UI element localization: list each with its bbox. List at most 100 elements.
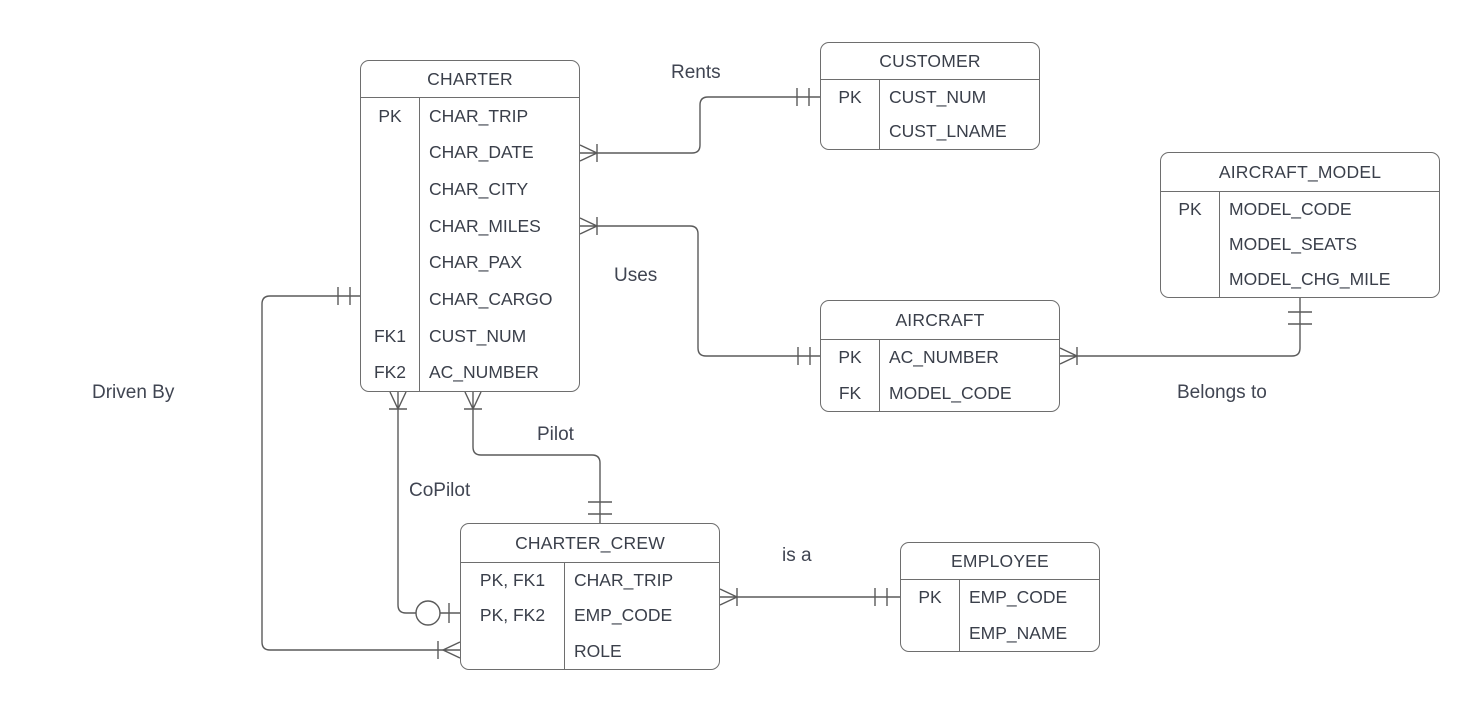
attribute-cell: CHAR_PAX <box>429 252 523 273</box>
key-cell: PK <box>821 340 880 376</box>
entity-row: FK MODEL_CODE <box>821 375 1059 411</box>
relationship-label-pilot: Pilot <box>537 424 574 445</box>
key-cell <box>1161 262 1220 297</box>
pilot-line <box>472 409 601 523</box>
zero-circle-icon <box>415 600 441 626</box>
key-cell <box>901 615 960 651</box>
entity-row: PK, FK1 CHAR_TRIP <box>461 563 719 599</box>
relationship-label-uses: Uses <box>614 265 658 286</box>
entity-row: ROLE <box>461 633 719 669</box>
one-and-only-one-ticks-icon <box>588 501 612 515</box>
entity-row: CHAR_CARGO <box>361 281 579 318</box>
entity-row: CHAR_MILES <box>361 207 579 245</box>
attribute-cell: MODEL_SEATS <box>1229 234 1358 254</box>
key-cell: FK2 <box>361 354 420 391</box>
key-cell <box>361 207 420 245</box>
copilot-line <box>397 409 416 614</box>
entity-row: EMP_NAME <box>901 615 1099 651</box>
entity-row: CHAR_DATE <box>361 134 579 172</box>
entity-rows: PK MODEL_CODE MODEL_SEATS MODEL_CHG_MILE <box>1161 192 1439 297</box>
key-cell: PK <box>1161 192 1220 227</box>
entity-row: CHAR_PAX <box>361 244 579 282</box>
relationship-label-driven-by: Driven By <box>92 382 175 403</box>
key-cell <box>461 633 565 669</box>
crow-foot-many-tick-icon <box>437 641 461 659</box>
crow-foot-many-tick-icon <box>579 144 599 162</box>
uses-connector <box>579 217 820 365</box>
rents-line <box>597 96 820 154</box>
entity-title: AIRCRAFT_MODEL <box>1161 153 1439 192</box>
entity-employee: EMPLOYEE PK EMP_CODE EMP_NAME <box>900 542 1100 652</box>
key-cell <box>361 134 420 172</box>
rents-connector <box>579 88 820 162</box>
attribute-cell: CHAR_MILES <box>429 215 541 236</box>
entity-row: CHAR_CITY <box>361 171 579 208</box>
attribute-cell: AC_NUMBER <box>429 362 539 383</box>
key-cell: PK <box>901 580 960 616</box>
entity-row: FK2 AC_NUMBER <box>361 354 579 391</box>
entity-title: EMPLOYEE <box>901 543 1099 580</box>
one-and-only-one-ticks-icon <box>796 88 810 106</box>
entity-row: PK EMP_CODE <box>901 580 1099 616</box>
crow-foot-many-tick-icon <box>389 391 407 411</box>
relationship-label-is-a: is a <box>782 545 812 566</box>
entity-title: CHARTER_CREW <box>461 524 719 563</box>
entity-row: MODEL_SEATS <box>1161 227 1439 262</box>
key-cell: FK <box>821 375 880 411</box>
attribute-cell: CHAR_TRIP <box>574 570 674 591</box>
entity-title: CHARTER <box>361 61 579 98</box>
attribute-cell: MODEL_CODE <box>889 382 1012 403</box>
key-cell <box>1161 227 1220 262</box>
attribute-cell: CUST_NUM <box>429 325 527 346</box>
relationship-label-copilot: CoPilot <box>409 480 471 501</box>
attribute-cell: AC_NUMBER <box>889 347 999 368</box>
attribute-cell: EMP_NAME <box>969 622 1068 643</box>
uses-line <box>597 225 820 357</box>
is-a-connector <box>719 588 900 606</box>
one-and-only-one-ticks-icon <box>874 588 888 606</box>
belongs-to-line <box>1077 298 1301 357</box>
crow-foot-many-tick-icon <box>1059 347 1079 365</box>
attribute-cell: CUST_LNAME <box>889 121 1007 142</box>
attribute-cell: CUST_NUM <box>889 86 987 107</box>
one-and-only-one-ticks-icon <box>1288 311 1312 325</box>
entity-aircraft-model: AIRCRAFT_MODEL PK MODEL_CODE MODEL_SEATS MO… <box>1160 152 1440 298</box>
entity-row: PK CUST_NUM <box>821 80 1039 115</box>
entity-row: MODEL_CHG_MILE <box>1161 262 1439 297</box>
attribute-cell: EMP_CODE <box>969 587 1068 608</box>
entity-title: AIRCRAFT <box>821 301 1059 340</box>
key-cell: PK, FK1 <box>461 563 565 599</box>
entity-rows: PK EMP_CODE EMP_NAME <box>901 580 1099 651</box>
crow-foot-many-tick-icon <box>464 391 482 411</box>
key-cell: PK, FK2 <box>461 598 565 634</box>
key-cell <box>361 171 420 208</box>
key-cell <box>361 244 420 282</box>
attribute-cell: MODEL_CHG_MILE <box>1229 269 1391 289</box>
copilot-connector <box>389 391 460 626</box>
entity-rows: PK CUST_NUM CUST_LNAME <box>821 80 1039 149</box>
crow-foot-many-tick-icon <box>719 588 739 606</box>
attribute-cell: CHAR_CITY <box>429 179 529 200</box>
pilot-connector <box>464 391 612 523</box>
key-cell: PK <box>821 80 880 115</box>
attribute-cell: CHAR_DATE <box>429 142 534 163</box>
key-cell <box>821 114 880 149</box>
attribute-cell: MODEL_CODE <box>1229 199 1352 219</box>
key-cell <box>361 281 420 318</box>
driven-by-connector <box>261 287 461 659</box>
attribute-cell: CHAR_TRIP <box>429 105 529 126</box>
relationship-label-belongs-to: Belongs to <box>1177 382 1267 403</box>
driven-by-line <box>261 295 443 651</box>
entity-row: PK AC_NUMBER <box>821 340 1059 376</box>
attribute-cell: ROLE <box>574 640 622 661</box>
entity-row: PK MODEL_CODE <box>1161 192 1439 227</box>
crow-foot-many-tick-icon <box>579 217 599 235</box>
